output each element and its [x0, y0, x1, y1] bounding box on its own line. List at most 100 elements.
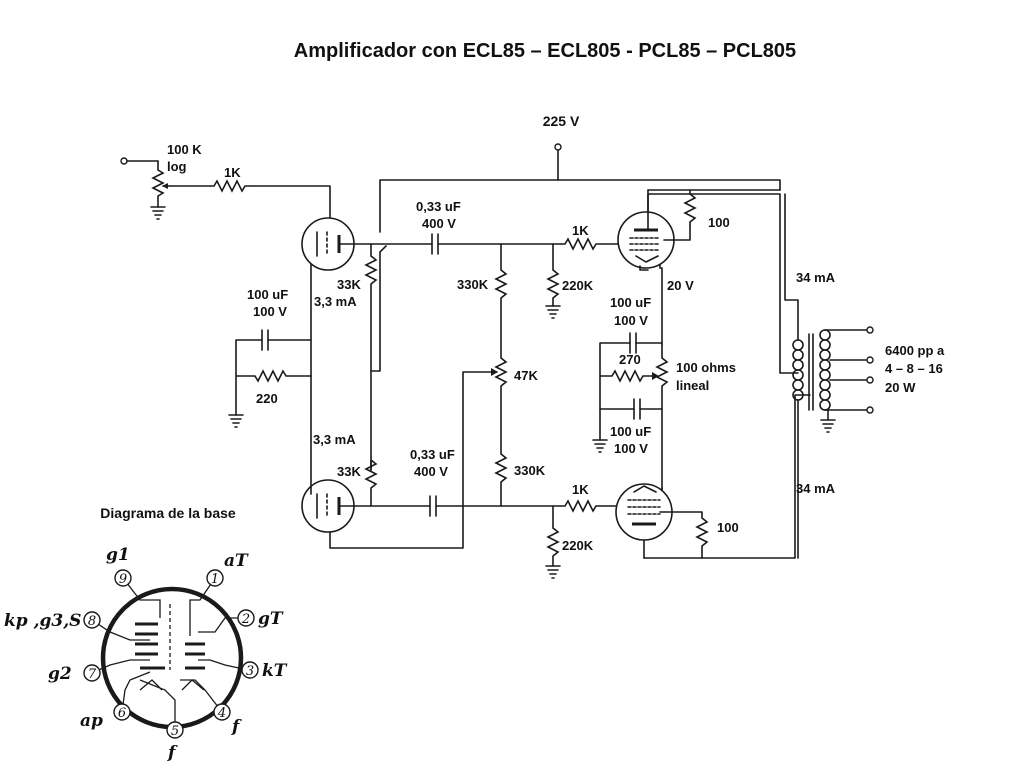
triode-plate-load-upper-label: 33K	[337, 277, 361, 292]
output-cathode-resistor	[600, 369, 655, 383]
base-pin-7: 7	[83, 664, 101, 682]
base-pin-5: 5	[166, 721, 184, 739]
screen-resistor-lower-label: 100	[717, 520, 739, 535]
divider-resistor-upper-label: 330K	[457, 277, 489, 292]
transformer-taps-label: 4 – 8 – 16	[885, 361, 943, 376]
base-pin-name: g1	[106, 545, 130, 565]
grid-leak-upper	[545, 243, 561, 319]
output-transformer	[784, 193, 869, 559]
output-cathode-resistor-label: 270	[619, 352, 641, 367]
transformer-power-label: 20 W	[885, 380, 916, 395]
hum-pot-taper: lineal	[676, 378, 709, 393]
cathode-resistor-label: 220	[256, 391, 278, 406]
supply-terminal	[554, 143, 562, 181]
output-terminals	[866, 326, 874, 414]
balance-pot	[491, 357, 508, 387]
plate-current-upper-label: 34 mA	[796, 270, 836, 285]
hum-pot-value: 100 ohms	[676, 360, 736, 375]
pentode-upper	[617, 211, 691, 346]
volume-pot-value: 100 K	[167, 142, 202, 157]
base-pin-name: f	[231, 717, 242, 737]
output-cathode-cap-upper-capacitance: 100 uF	[610, 295, 651, 310]
cathode-voltage-label: 20 V	[667, 278, 694, 293]
base-diagram-heading: Diagrama de la base	[100, 505, 236, 521]
cathode-resistor	[236, 369, 312, 383]
screen-resistor-lower	[695, 517, 709, 559]
base-pin-number: 5	[171, 724, 179, 739]
plate-supply-wire	[370, 245, 387, 372]
base-pin-name: kT	[262, 661, 288, 681]
input-resistor-label: 1K	[224, 165, 241, 180]
base-pin-name: kp ,g3,S	[4, 611, 81, 631]
screen-resistor-upper	[683, 189, 697, 226]
transformer-impedance-label: 6400 pp a	[885, 343, 945, 358]
base-pin-number: 2	[241, 612, 250, 627]
grid-leak-lower-label: 220K	[562, 538, 594, 553]
supply-voltage-label: 225 V	[543, 113, 580, 129]
grid-leak-lower	[545, 505, 561, 579]
coupling-cap-upper-voltage: 400 V	[422, 216, 456, 231]
base-pin-9: 9	[114, 569, 132, 587]
volume-pot	[151, 160, 211, 208]
base-pin-name: gT	[258, 609, 284, 629]
base-pin-number: 7	[88, 667, 97, 682]
ground-symbol	[228, 414, 244, 428]
output-cathode-cap-lower-voltage: 100 V	[614, 441, 648, 456]
base-pin-2: 2	[237, 609, 255, 627]
plate-current-lower-label: 34 mA	[796, 481, 836, 496]
output-cathode-cap-lower-capacitance: 100 uF	[610, 424, 651, 439]
divider-resistor-lower	[494, 385, 508, 507]
divider-resistor-upper	[494, 243, 508, 359]
base-pin-number: 4	[217, 706, 226, 721]
triode-plate-load-upper	[364, 243, 378, 471]
cathode-bypass-cap	[235, 329, 312, 416]
volume-pot-taper: log	[167, 159, 187, 174]
ground-symbol	[150, 206, 166, 220]
output-cathode-cap-upper-voltage: 100 V	[614, 313, 648, 328]
output-cathode-cap-lower	[599, 398, 663, 420]
base-pin-number: 1	[211, 572, 219, 587]
ground-symbol	[592, 439, 608, 453]
balance-pot-label: 47K	[514, 368, 538, 383]
grid-stopper-upper-label: 1K	[572, 223, 589, 238]
grid-stopper-lower	[560, 499, 623, 513]
base-pin-name: ap	[80, 711, 103, 731]
base-pin-number: 8	[88, 614, 96, 629]
base-pin-name: f	[167, 743, 178, 763]
base-pin-name: g2	[48, 664, 72, 684]
base-pin-4: 4	[213, 703, 231, 721]
grid-leak-upper-label: 220K	[562, 278, 594, 293]
base-pin-3: 3	[241, 661, 259, 679]
schematic-title: Amplificador con ECL85 – ECL805 - PCL85 …	[294, 40, 796, 62]
base-pin-8: 8	[83, 611, 101, 629]
coupling-cap-upper	[385, 233, 561, 255]
base-pin-6: 6	[113, 703, 131, 721]
screen-resistor-upper-label: 100	[708, 215, 730, 230]
input-resistor	[210, 179, 331, 219]
triode-lower	[301, 371, 498, 549]
grid-stopper-upper	[560, 237, 623, 251]
plate-wire-upper	[647, 193, 799, 374]
cathode-bypass-cap-voltage: 100 V	[253, 304, 287, 319]
coupling-cap-lower	[429, 495, 561, 517]
hum-pot	[652, 344, 669, 491]
coupling-cap-lower-capacitance: 0,33 uF	[410, 447, 455, 462]
base-pin-number: 3	[246, 664, 254, 679]
coupling-cap-lower-voltage: 400 V	[414, 464, 448, 479]
triode-plate-load-lower-label: 33K	[337, 464, 361, 479]
cathode-bypass-cap-capacitance: 100 uF	[247, 287, 288, 302]
triode-current-upper-label: 3,3 mA	[314, 294, 357, 309]
grid-stopper-lower-label: 1K	[572, 482, 589, 497]
input-terminal	[120, 157, 159, 165]
triode-plate-load-lower	[364, 459, 378, 507]
pentode-lower	[615, 483, 703, 559]
triode-current-lower-label: 3,3 mA	[313, 432, 356, 447]
base-pin-number: 6	[118, 706, 126, 721]
output-cathode-cap-upper	[599, 332, 663, 441]
base-pin-number: 9	[119, 572, 127, 587]
coupling-cap-upper-capacitance: 0,33 uF	[416, 199, 461, 214]
triode-upper	[301, 217, 386, 441]
base-pin-name: aT	[224, 551, 249, 571]
divider-resistor-lower-label: 330K	[514, 463, 546, 478]
